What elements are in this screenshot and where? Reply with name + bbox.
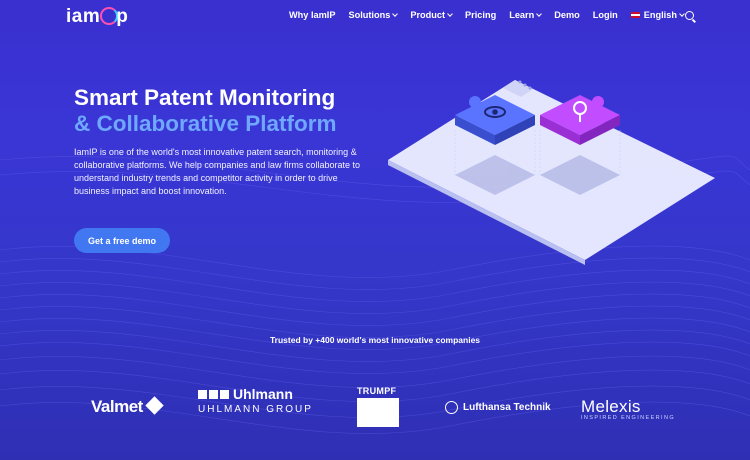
chevron-down-icon xyxy=(679,11,685,17)
square-icon xyxy=(198,389,207,399)
search-icon[interactable] xyxy=(685,11,694,20)
nav-item-demo[interactable]: Demo xyxy=(554,10,580,20)
hero-intro: IamIP is one of the world's most innovat… xyxy=(74,147,360,196)
uhlmann-logo: Uhlmann UHLMANN GROUP xyxy=(198,386,313,415)
nav-menu: Why IamIP Solutions Product Pricing Lear… xyxy=(289,10,685,20)
platform-illustration xyxy=(388,80,715,265)
crane-icon xyxy=(445,401,458,414)
square-icon xyxy=(220,389,229,399)
language-selector[interactable]: English xyxy=(630,10,685,20)
uk-flag-icon xyxy=(630,12,640,18)
trumpf-logo: TRUMPF xyxy=(357,386,399,427)
nav-item-solutions[interactable]: Solutions xyxy=(348,10,399,20)
hero-title: Smart Patent Monitoring xyxy=(74,85,336,110)
valmet-logo: Valmet xyxy=(91,396,164,417)
diamond-icon xyxy=(145,396,164,415)
nav-item-login[interactable]: Login xyxy=(592,10,618,20)
chevron-down-icon xyxy=(536,11,543,17)
melexis-logo: Melexis INSPIRED ENGINEERING xyxy=(581,397,676,421)
get-demo-button[interactable]: Get a free demo xyxy=(74,228,170,253)
logo-ring-icon xyxy=(100,7,119,25)
hero-subtitle: & Collaborative Platform xyxy=(74,111,337,136)
nav-item-pricing[interactable]: Pricing xyxy=(465,10,497,20)
chevron-down-icon xyxy=(447,11,453,17)
trumpf-block xyxy=(357,398,399,427)
nav-item-why-iamip[interactable]: Why IamIP xyxy=(289,10,336,20)
trusted-heading: Trusted by +400 world's most innovative … xyxy=(269,335,481,345)
nav-item-product[interactable]: Product xyxy=(410,10,453,20)
square-icon xyxy=(209,389,218,399)
chevron-down-icon xyxy=(392,11,399,17)
lufthansa-logo: Lufthansa Technik xyxy=(445,401,551,414)
nav-item-learn[interactable]: Learn xyxy=(509,10,543,20)
puzzle-blue xyxy=(455,95,535,145)
